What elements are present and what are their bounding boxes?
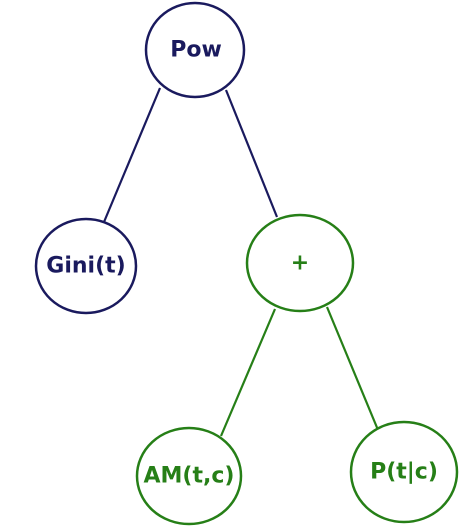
node-gini-label: Gini(t) [46,254,125,279]
node-gini: Gini(t) [34,217,138,315]
edge-plus-ptc [325,306,380,431]
edge-pow-gini [102,87,162,223]
node-plus: + [245,213,355,313]
node-ptc-label: P(t|c) [370,460,438,485]
node-am-circle [135,426,243,526]
node-am-label: AM(t,c) [144,464,235,489]
node-ptc-circle [349,420,459,524]
node-pow: Pow [144,1,246,99]
node-am: AM(t,c) [135,426,243,526]
edge-plus-am [219,308,277,437]
node-gini-circle [34,217,138,315]
node-pow-circle [144,1,246,99]
node-pow-label: Pow [170,38,222,63]
node-plus-circle [245,213,355,313]
edge-pow-plus [224,89,279,218]
node-ptc: P(t|c) [349,420,459,524]
node-plus-label: + [291,251,309,276]
